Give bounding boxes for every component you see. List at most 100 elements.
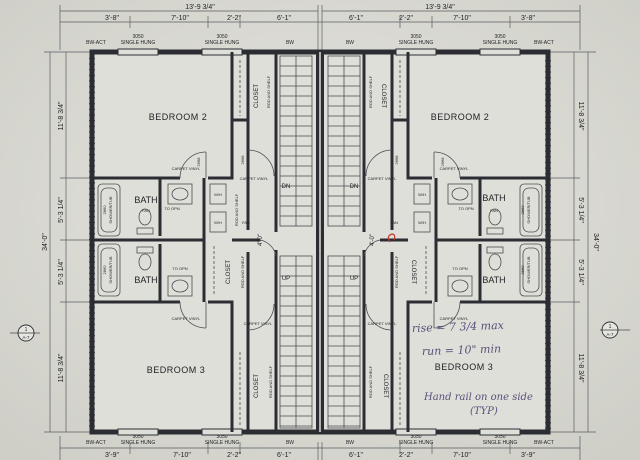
rod-shelf-label: ROD AND SHELF — [240, 255, 245, 288]
room-bedroom-2-left: BEDROOM 2 — [149, 112, 208, 122]
window-label: 3050 — [410, 434, 421, 440]
note-rise: rise = 7 3/4 max — [412, 319, 505, 335]
bottom-seg-5: 6'-1" — [349, 452, 363, 459]
left-seg-2: 5'-3 1/4" — [58, 197, 65, 223]
note-handrail: Hand rail on one side — [423, 392, 533, 403]
rod-shelf-label: ROD AND SHELF — [234, 193, 239, 226]
shower-label: SHOWER/TUB — [108, 256, 113, 283]
window-sublabel: SINGLE HUNG — [399, 40, 434, 46]
shower-label: SHOWER/TUB — [526, 196, 531, 223]
corner-small-label: BW — [286, 40, 294, 46]
interior-walls-left — [92, 52, 278, 432]
door-size-label: 2668 — [394, 155, 399, 165]
window-sublabel: SINGLE HUNG — [121, 40, 156, 46]
window-label: 3050 — [216, 34, 227, 40]
room-bedroom-3-left: BEDROOM 3 — [147, 365, 206, 375]
top-seg-6: 2'-2" — [399, 15, 413, 22]
left-total: 34'-0" — [42, 233, 49, 251]
note-typ: (TYP) — [470, 406, 498, 417]
corner-small-label: BW — [346, 40, 354, 46]
window-sublabel: SINGLE HUNG — [483, 40, 518, 46]
carpet-label: CARPET VINYL — [440, 166, 470, 171]
room-bath: BATH — [134, 275, 157, 285]
right-seg-3: 5'-3 1/4" — [577, 259, 584, 285]
corner-label: BW-ACT — [534, 40, 554, 46]
bottom-seg-3: 2'-2" — [227, 452, 241, 459]
stair-dn-label: DN — [282, 184, 291, 190]
interior-walls-right — [362, 52, 548, 432]
carpet-label: CARPET VINYL — [172, 316, 202, 321]
window-label: 3050 — [494, 34, 505, 40]
handwritten-notes: rise = 7 3/4 max run = 10" min Hand rail… — [412, 319, 533, 417]
rod-shelf-label: ROD AND SHELF — [368, 365, 373, 398]
shower-label: SHOWER/TUB — [526, 256, 531, 283]
room-closet: CLOSET — [226, 260, 232, 284]
wh-label: W/H — [418, 192, 426, 197]
window-label: 3050 — [494, 434, 505, 440]
shower-size: 2860 — [520, 265, 525, 275]
section-sheet: A-7 — [606, 332, 614, 337]
carpet-label: CARPET VINYL — [368, 321, 398, 326]
window-label: 3050 — [132, 434, 143, 440]
wh-label: W/H — [214, 192, 222, 197]
bottom-seg-2: 7'-10" — [173, 452, 191, 459]
room-bath: BATH — [482, 275, 505, 285]
to-open-label: TO OPN — [458, 206, 473, 211]
note-run: run = 10" min — [422, 342, 502, 358]
section-marker-left: 1 A-7 — [10, 324, 40, 342]
window-label: 3050 — [216, 434, 227, 440]
left-seg-1: 11'-8 3/4" — [58, 101, 65, 131]
window-labels: 3050 SINGLE HUNG 3050 SINGLE HUNG 3050 S… — [86, 34, 554, 446]
to-open-label: TO OPN — [164, 206, 179, 211]
window-sublabel: SINGLE HUNG — [205, 440, 240, 446]
room-closet: CLOSET — [254, 374, 260, 398]
room-closet: CLOSET — [380, 84, 386, 108]
hatched-wall — [89, 56, 95, 430]
center-dim-left: 4'-0" — [258, 234, 264, 246]
stairs — [279, 55, 361, 429]
window-label: 3050 — [132, 34, 143, 40]
corner-label: BW-ACT — [86, 440, 106, 446]
top-total-left: 13'-9 3/4" — [185, 4, 215, 11]
door-size-label: 2668 — [240, 155, 245, 165]
room-bedroom-3-right: BEDROOM 3 — [435, 362, 494, 372]
section-sheet: A-7 — [22, 335, 30, 340]
door-swings — [179, 149, 461, 331]
side-dimensions: 34'-0" 11'-8 3/4" 5'-3 1/4" 5'-3 1/4" 11… — [42, 51, 599, 433]
top-seg-3: 2'-2" — [227, 15, 241, 22]
shower-label: SHOWER/TUB — [108, 196, 113, 223]
to-open-label: TO OPN — [172, 266, 187, 271]
room-bath: BATH — [482, 193, 505, 203]
room-closet: CLOSET — [382, 374, 388, 398]
window-sublabel: SINGLE HUNG — [399, 440, 434, 446]
corner-label: BW-ACT — [86, 40, 106, 46]
stair-up-label: UP — [350, 276, 358, 282]
corner-small-label: BW — [346, 440, 354, 446]
fan-label: FAN — [490, 208, 498, 213]
bottom-seg-7: 7'-10" — [453, 452, 471, 459]
closet-shelves — [213, 60, 427, 426]
bottom-seg-6: 2'-2" — [399, 452, 413, 459]
room-bedroom-2-right: BEDROOM 2 — [431, 112, 490, 122]
sinks — [167, 183, 473, 297]
exterior-walls — [89, 48, 551, 436]
top-total-right: 13'-9 3/4" — [425, 4, 455, 11]
center-dimensions: 4'-0" 4'-0" — [258, 233, 396, 246]
shower-size: 2860 — [520, 205, 525, 215]
top-seg-5: 6'-1" — [349, 15, 363, 22]
window-label: 3050 — [410, 34, 421, 40]
left-seg-4: 11'-8 3/4" — [58, 353, 65, 383]
section-number: 1 — [609, 324, 612, 330]
rod-shelf-label: ROD AND SHELF — [368, 75, 373, 108]
carpet-label: CARPET VINYL — [368, 176, 398, 181]
fan-label: FAN — [390, 220, 398, 225]
corner-label: BW-ACT — [534, 440, 554, 446]
top-seg-4: 6'-1" — [277, 15, 291, 22]
fan-label: FAN — [242, 220, 250, 225]
door-size-label: 2668 — [440, 157, 445, 167]
top-seg-1: 3'-8" — [105, 15, 119, 22]
bottom-seg-8: 3'-9" — [521, 452, 535, 459]
door-size-label: 2668 — [196, 157, 201, 167]
right-seg-4: 11'-8 3/4" — [577, 354, 584, 384]
